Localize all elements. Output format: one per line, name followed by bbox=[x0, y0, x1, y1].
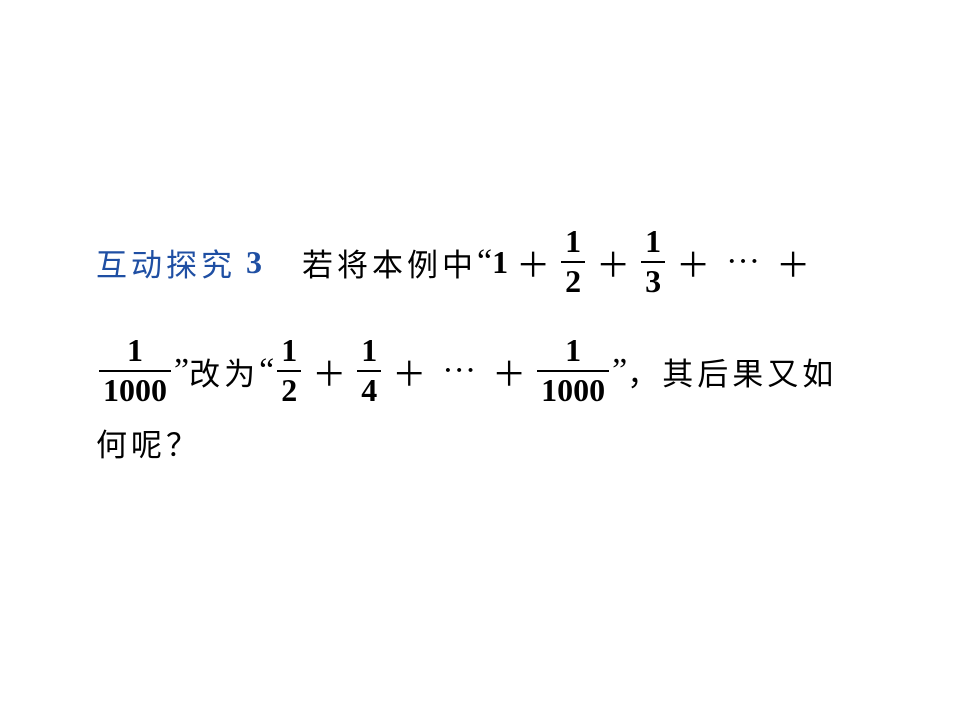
fraction-numerator: 1 bbox=[645, 223, 662, 260]
tail-text: ，其后果又如 bbox=[627, 356, 838, 393]
ellipsis: ··· bbox=[726, 243, 761, 280]
fraction-numerator: 1 bbox=[281, 332, 298, 369]
section-number: 3 bbox=[246, 243, 262, 280]
fraction-denominator: 1000 bbox=[537, 370, 610, 408]
fraction-one-half: 1 2 bbox=[277, 332, 302, 408]
plus-sign: ＋ bbox=[776, 247, 811, 285]
fraction-one-third: 1 3 bbox=[641, 223, 666, 299]
question-line-2: 1 1000 ” 改为 “ 1 2 ＋ 1 4 ＋ ··· ＋ 1 1000 ”… bbox=[96, 332, 838, 408]
plus-sign: ＋ bbox=[392, 356, 427, 394]
fraction-denominator: 4 bbox=[357, 370, 382, 408]
open-quote: “ bbox=[259, 352, 275, 389]
fraction-numerator: 1 bbox=[565, 223, 582, 260]
fraction-denominator: 2 bbox=[277, 370, 302, 408]
close-quote: ” bbox=[612, 352, 628, 389]
plus-sign: ＋ bbox=[596, 247, 631, 285]
change-text: 改为 bbox=[189, 356, 260, 393]
closing-text: 何呢？ bbox=[96, 427, 201, 464]
fraction-one-half: 1 2 bbox=[561, 223, 586, 299]
term-one: 1 bbox=[492, 243, 509, 280]
fraction-one-thousandth: 1 1000 bbox=[99, 334, 171, 407]
plus-sign: ＋ bbox=[312, 356, 347, 394]
fraction-denominator: 1000 bbox=[99, 370, 171, 408]
fraction-numerator: 1 bbox=[565, 332, 582, 369]
ellipsis: ··· bbox=[442, 352, 477, 389]
fraction-one-quarter: 1 4 bbox=[357, 332, 382, 408]
plus-sign: ＋ bbox=[492, 356, 527, 394]
fraction-denominator: 2 bbox=[561, 261, 586, 299]
fraction-one-thousandth: 1 1000 bbox=[537, 332, 610, 408]
question-line-1: 互动探究 3 若将本例中 “ 1 ＋ 1 2 ＋ 1 3 ＋ ··· ＋ bbox=[96, 223, 818, 299]
fraction-denominator: 3 bbox=[641, 261, 666, 299]
open-quote: “ bbox=[477, 243, 493, 280]
section-label: 互动探究 bbox=[96, 247, 236, 284]
plus-sign: ＋ bbox=[676, 247, 711, 285]
fraction-numerator: 1 bbox=[127, 332, 143, 369]
fraction-numerator: 1 bbox=[361, 332, 378, 369]
question-line-3: 何呢？ bbox=[96, 420, 201, 464]
close-quote: ” bbox=[174, 352, 190, 389]
plus-sign: ＋ bbox=[516, 247, 551, 285]
lead-text: 若将本例中 bbox=[302, 247, 477, 284]
